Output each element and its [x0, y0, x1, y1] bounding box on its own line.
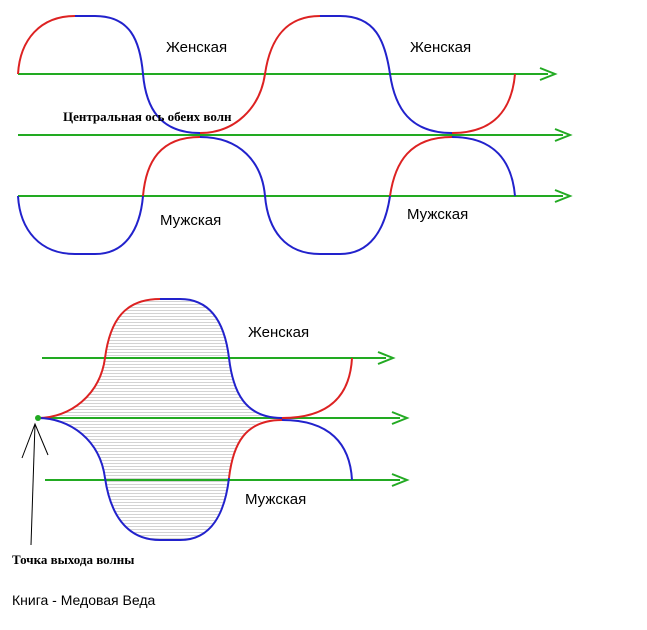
bottom-male-label: Мужская: [245, 491, 306, 508]
bottom-central-axis-arrow: [391, 411, 410, 425]
bottom-diagram: Женская Мужская Точка выхода волны: [12, 298, 410, 567]
bottom-female-wave: [37, 298, 353, 419]
bottom-female-axis-arrow: [377, 351, 396, 365]
top-male-label-2: Мужская: [407, 206, 468, 223]
bottom-female-label: Женская: [248, 324, 309, 341]
central-axis-label: Центральная ось обеих волн: [63, 109, 232, 124]
top-male-wave: [17, 136, 516, 255]
exit-point-label: Точка выхода волны: [12, 552, 134, 567]
top-female-wave: [17, 15, 516, 134]
top-female-label-1: Женская: [166, 39, 227, 56]
book-caption: Книга - Медовая Веда: [12, 592, 156, 608]
top-female-axis-arrow: [539, 67, 558, 81]
exit-point-dot: [35, 415, 41, 421]
top-male-label-1: Мужская: [160, 212, 221, 229]
top-central-axis-arrow: [554, 128, 573, 142]
exit-point-pointer-head: [21, 422, 49, 459]
top-male-axis-arrow: [554, 189, 573, 203]
top-diagram: Женская Женская Центральная ось обеих во…: [17, 15, 573, 255]
top-female-label-2: Женская: [410, 39, 471, 56]
bottom-male-axis-arrow: [391, 473, 410, 487]
bottom-male-wave: [37, 417, 353, 541]
exit-point-pointer: [30, 423, 36, 546]
